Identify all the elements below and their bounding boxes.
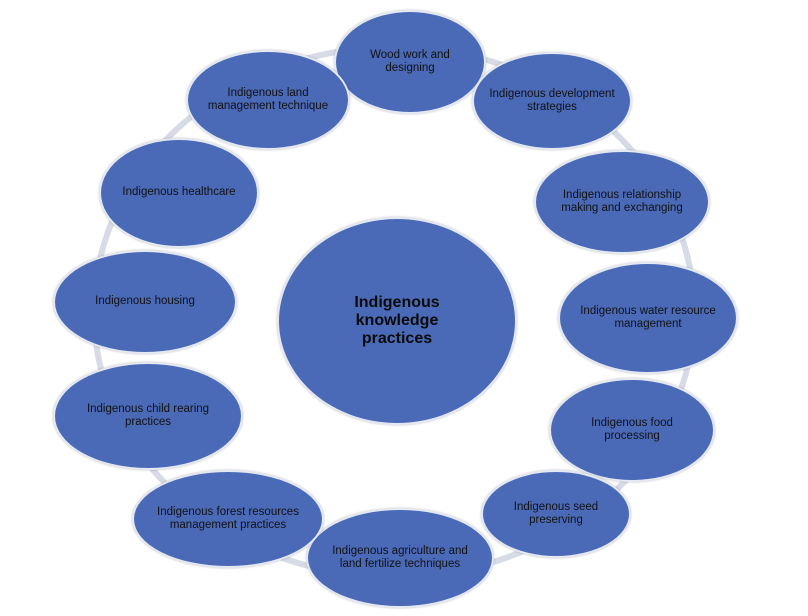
node-healthcare: Indigenous healthcare — [99, 138, 259, 248]
node-label: Wood work and designing — [370, 48, 450, 75]
node-food-processing: Indigenous food processing — [549, 378, 715, 482]
node-label: Indigenous seed preserving — [513, 500, 599, 527]
node-label: Indigenous water resource management — [580, 304, 716, 331]
node-label: Indigenous land management technique — [207, 86, 329, 113]
center-node-label: Indigenous knowledge practices — [354, 294, 440, 347]
node-housing: Indigenous housing — [53, 250, 237, 354]
node-label: Indigenous healthcare — [122, 186, 236, 199]
node-label: Indigenous agriculture and land fertiliz… — [332, 544, 468, 571]
node-development-strategies: Indigenous development strategies — [472, 52, 632, 150]
node-agriculture: Indigenous agriculture and land fertiliz… — [306, 508, 494, 608]
node-wood-work: Wood work and designing — [334, 10, 486, 114]
node-seed-preserving: Indigenous seed preserving — [481, 470, 631, 558]
node-water-resource: Indigenous water resource management — [558, 262, 738, 374]
node-label: Indigenous relationship making and excha… — [561, 188, 683, 215]
node-label: Indigenous housing — [95, 295, 195, 308]
node-forest-resources: Indigenous forest resources management p… — [132, 470, 324, 568]
node-relationship-making: Indigenous relationship making and excha… — [534, 150, 710, 254]
node-label: Indigenous development strategies — [489, 87, 615, 114]
node-label: Indigenous child rearing practices — [86, 402, 210, 429]
node-label: Indigenous forest resources management p… — [157, 505, 299, 532]
node-label: Indigenous food processing — [591, 416, 673, 443]
center-node: Indigenous knowledge practices — [277, 217, 517, 425]
node-land-management: Indigenous land management technique — [186, 50, 350, 150]
node-child-rearing: Indigenous child rearing practices — [53, 362, 243, 470]
